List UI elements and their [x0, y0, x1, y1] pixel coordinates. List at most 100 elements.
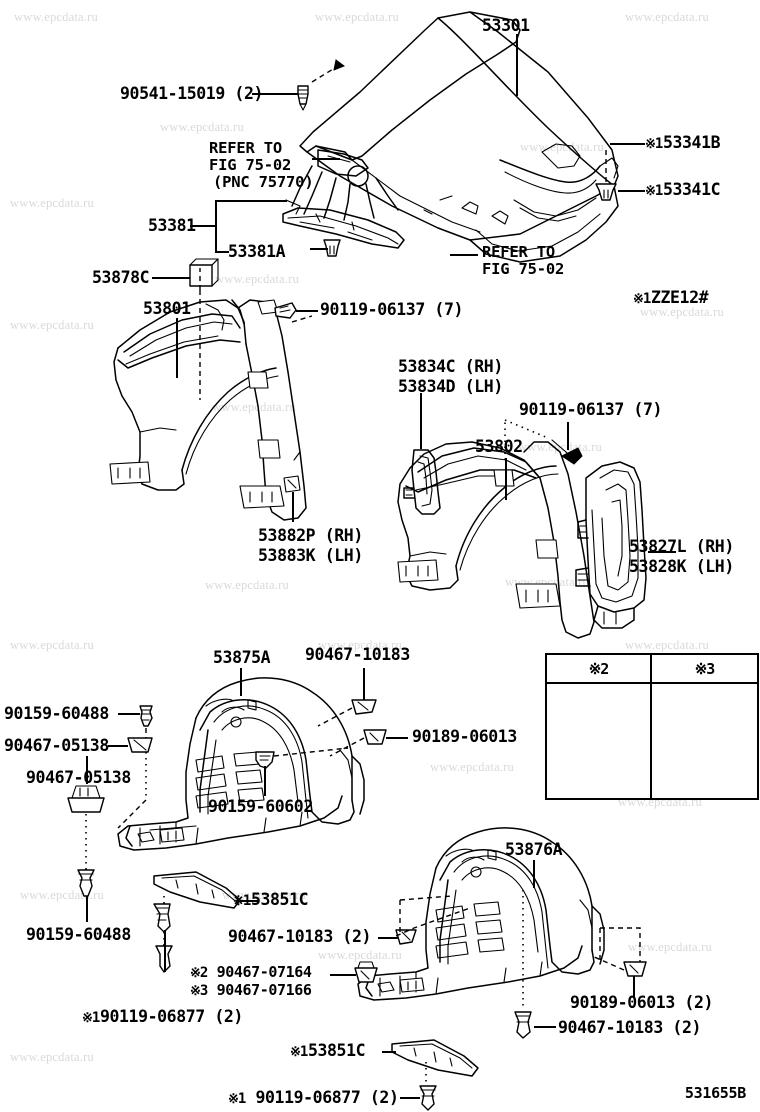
label-refer-fig7502-lower-line2: FIG 75-02 — [482, 260, 565, 278]
leader-53381-bracket-v — [215, 200, 217, 252]
leader-53851c-left — [236, 900, 258, 902]
label-fender-lh: 53801 — [143, 299, 191, 318]
leader-90119-06877-left — [164, 930, 166, 972]
label-clip-90467-10183-right: 90467-10183 (2) — [558, 1018, 702, 1037]
watermark: www.epcdata.ru — [10, 1050, 94, 1064]
label-seal-53834c-rh: 53834C (RH) — [398, 357, 503, 376]
sheet-code: 531655B — [684, 1084, 746, 1102]
label-clip-90189-06013-2: 90189-06013 (2) — [570, 993, 714, 1012]
leader-53381a — [310, 248, 328, 250]
watermark: www.epcdata.ru — [20, 888, 104, 902]
clip-90119-06877-left-art — [153, 903, 171, 933]
leader-90467-10183-left — [378, 937, 398, 939]
label-cushion-53878c: 53878C — [92, 268, 150, 287]
leader-pnc75770 — [312, 158, 340, 160]
leader-53876a — [533, 860, 535, 888]
watermark: www.epcdata.ru — [212, 400, 296, 414]
leader-90467-07164 — [330, 974, 356, 976]
fender-liner-lh-art — [117, 677, 365, 851]
watermark: www.epcdata.ru — [318, 948, 402, 962]
leader-90159-60488-bot — [86, 896, 88, 922]
label-clip-90467-05138-bot: 90467-05138 — [26, 768, 131, 787]
label-retainer-rh: 53882P (RH) — [258, 526, 363, 545]
watermark: www.epcdata.ru — [14, 10, 98, 24]
leader-90467-10183-right — [534, 1026, 556, 1028]
fender-retainer-lh-art — [283, 475, 301, 493]
clip-90467-0716x-art — [354, 961, 378, 983]
label-bracket-lh: 53828K (LH) — [629, 557, 734, 576]
label-hood-bumper: 90541-15019 (2) — [120, 84, 264, 103]
watermark: www.epcdata.ru — [205, 578, 289, 592]
hood-cushion-art — [189, 258, 219, 287]
label-refer-fig7502-lower-line1: REFER TO — [482, 243, 556, 261]
label-refer-fig7502-pnc-line1: REFER TO — [209, 139, 283, 157]
watermark: www.epcdata.ru — [518, 440, 602, 454]
liner-lh-fastener-art — [67, 699, 387, 897]
label-bolt-90119-lower: 90119-06137 (7) — [519, 400, 663, 419]
watermark: www.epcdata.ru — [625, 638, 709, 652]
watermark: www.epcdata.ru — [215, 272, 299, 286]
hood-bumper-art — [297, 59, 346, 111]
legend-header-mark-2: ※2 — [547, 655, 652, 682]
leader-90159-60602 — [264, 766, 266, 796]
leader-90467-05138-up — [108, 745, 128, 747]
leader-53802 — [505, 458, 507, 500]
label-liner-lh: 53875A — [213, 648, 271, 667]
watermark: www.epcdata.ru — [315, 10, 399, 24]
legend-body-row — [547, 684, 757, 798]
watermark: www.epcdata.ru — [430, 760, 514, 774]
label-retainer-lh: 53883K (LH) — [258, 546, 363, 565]
leader-53801 — [176, 318, 178, 378]
label-refer-fig7502-pnc-line3: (PNC 75770) — [213, 173, 314, 191]
leader-53882p — [292, 492, 294, 522]
watermark: www.epcdata.ru — [10, 638, 94, 652]
label-fender-rh: 53802 — [475, 437, 523, 456]
label-bolt-90119-06877-bottom: ※1 90119-06877 (2) — [228, 1088, 399, 1107]
watermark: www.epcdata.ru — [628, 940, 712, 954]
label-seal-53834d-lh: 53834D (LH) — [398, 377, 503, 396]
label-clip-90467-05138-top: 90467-05138 — [4, 736, 109, 755]
fender-seal-53851c-left-art — [153, 871, 241, 973]
label-screw-90159-60602: 90159-60602 — [208, 797, 313, 816]
leader-53381-stub — [190, 225, 216, 227]
watermark: www.epcdata.ru — [520, 140, 604, 154]
label-hood-insulator: ※153341B — [645, 133, 721, 152]
label-clip-90467-07166: ※3 90467-07166 — [190, 981, 312, 999]
leader-90541 — [252, 93, 298, 95]
label-screw-90159-60488-top: 90159-60488 — [4, 704, 109, 723]
leader-refer-lower — [450, 254, 478, 256]
legend-header-mark-3: ※3 — [694, 659, 716, 678]
label-clip-90467-10183-top: 90467-10183 — [305, 645, 410, 664]
leader-53834c — [420, 393, 422, 449]
hood-seal-art — [282, 207, 405, 249]
leader-53875a — [240, 668, 242, 696]
label-bolt-90119-upper: 90119-06137 (7) — [320, 300, 464, 319]
legend-cell-clip-small — [652, 684, 757, 798]
label-bracket-rh: 53827L (RH) — [629, 537, 734, 556]
watermark: www.epcdata.ru — [160, 120, 244, 134]
label-clip-90467-07164: ※2 90467-07164 — [190, 963, 312, 981]
legend-header-row: ※2 ※3 — [547, 655, 757, 684]
hood-panel-art — [299, 11, 619, 263]
leader-90467-05138-lo — [86, 756, 88, 784]
label-screw-90159-60488-bot: 90159-60488 — [26, 925, 131, 944]
label-seal-53381a: 53381A — [228, 242, 286, 261]
label-note-zze: ※1ZZE12# — [633, 288, 709, 307]
label-liner-rh: 53876A — [505, 840, 563, 859]
leader-53341b — [610, 143, 645, 145]
fender-liner-rh-art — [357, 827, 605, 1001]
leader-53341c — [618, 190, 645, 192]
leader-53827l — [648, 551, 676, 553]
leader-90119-06877-bot — [400, 1097, 420, 1099]
fender-bolt-lh-art — [274, 302, 297, 319]
label-refer-fig7502-pnc-line2: FIG 75-02 — [209, 156, 292, 174]
label-hood-insulator-clip: ※153341C — [645, 180, 721, 199]
leader-90119-upper — [296, 310, 318, 312]
label-seal-53851c-left: ※153851C — [233, 890, 309, 909]
fender-seal-53851c-bottom-art — [391, 1039, 479, 1111]
leader-53878c — [152, 277, 190, 279]
leader-90189-06013 — [386, 737, 408, 739]
watermark: www.epcdata.ru — [10, 318, 94, 332]
liner-rh-fastener-art — [395, 890, 647, 1039]
